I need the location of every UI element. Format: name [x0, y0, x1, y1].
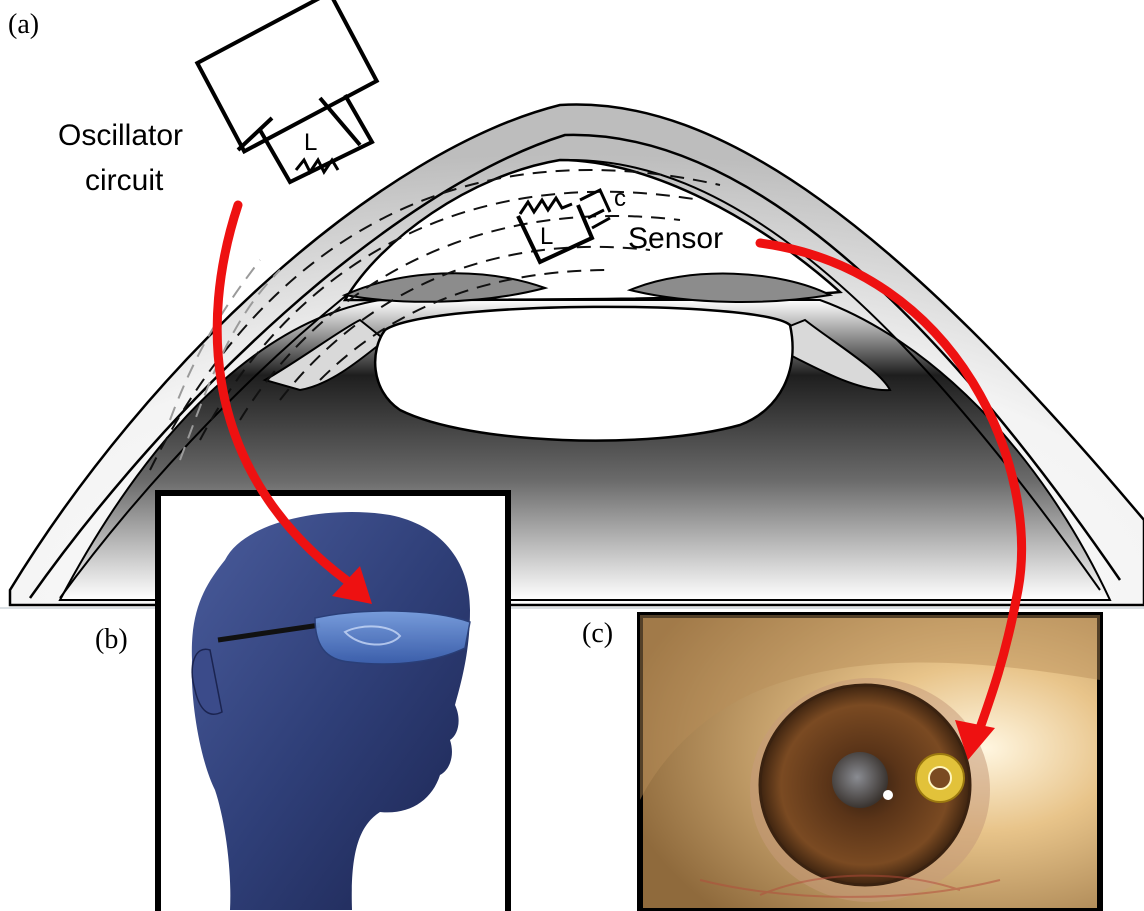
sensor-label: Sensor: [628, 222, 723, 255]
light-reflection: [883, 790, 893, 800]
panel-c-label: (c): [582, 618, 613, 649]
sensor-inductor-label: L: [540, 223, 553, 250]
sensor-capacitor-label: c: [614, 185, 626, 212]
panel-a-label: (a): [8, 9, 39, 40]
oscillator-circuit: L: [197, 0, 376, 182]
oscillator-label-line1: Oscillator: [58, 119, 183, 152]
oscillator-label-line2: circuit: [85, 164, 164, 197]
panel-c-eye-photo: (c): [582, 615, 1100, 911]
crystalline-lens: [375, 307, 792, 441]
panel-b-head-illustration: (b): [95, 493, 508, 911]
implanted-sensor-center: [929, 767, 951, 789]
panel-b-label: (b): [95, 624, 128, 655]
oscillator-inductor-label: L: [304, 129, 317, 156]
pupil: [832, 752, 888, 808]
